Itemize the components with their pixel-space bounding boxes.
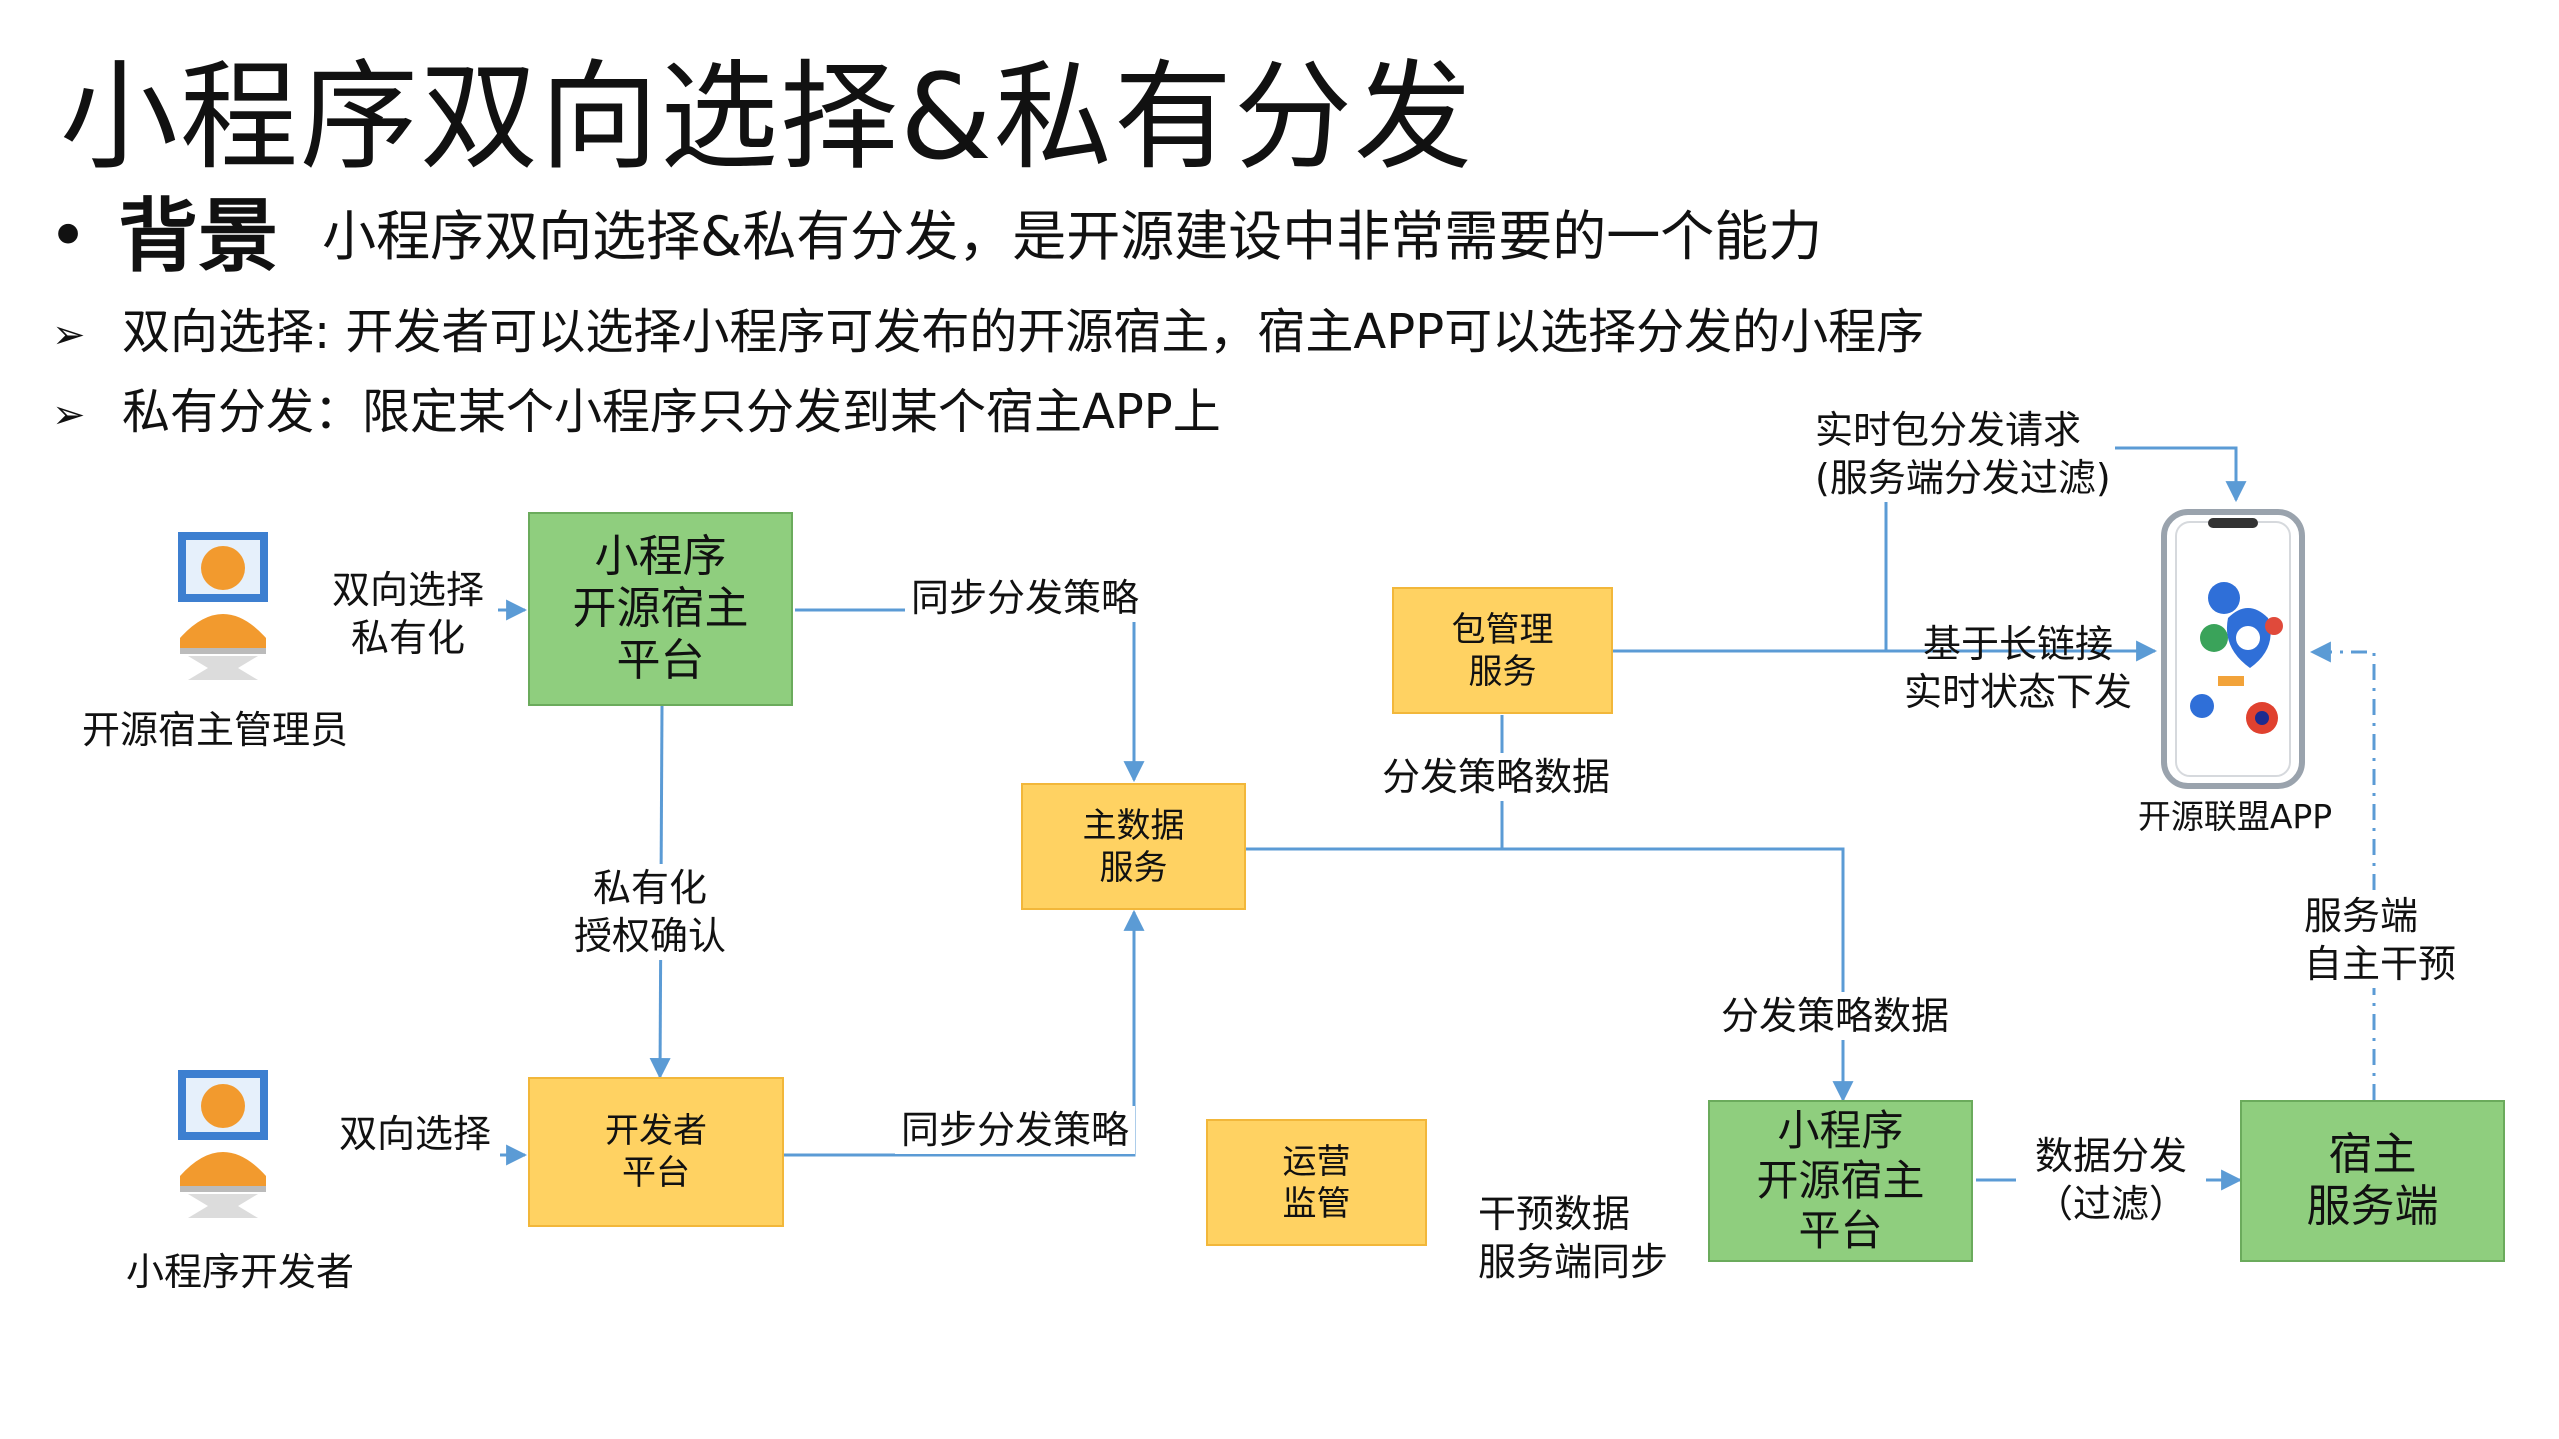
developer-platform-label: 开发者 平台 xyxy=(605,1111,707,1193)
developer-actor xyxy=(118,1066,328,1236)
host-platform-node: 小程序 开源宿主 平台 xyxy=(528,512,793,706)
arrow-bullet-icon: ➢ xyxy=(52,312,86,358)
admin-actor xyxy=(118,528,328,698)
developer-platform-node: 开发者 平台 xyxy=(528,1077,784,1227)
developer-label: 小程序开发者 xyxy=(125,1250,354,1294)
ops-label: 运营 监管 xyxy=(1282,1141,1351,1224)
point-text: 双向选择: 开发者可以选择小程序可发布的开源宿主，宿主APP可以选择分发的小程序 xyxy=(122,304,1925,360)
edge-devplat-to-master xyxy=(784,909,1145,1157)
edge-label-dev-to-devplat: 双向选择 xyxy=(330,1110,500,1158)
edge-label-admin-to-host: 双向选择 私有化 xyxy=(318,566,498,662)
edge-label-host-to-master: 同步分发策略 xyxy=(905,574,1145,622)
edge-master-to-host2 xyxy=(1502,847,1854,1103)
point-two-way-selection: ➢ 双向选择: 开发者可以选择小程序可发布的开源宿主，宿主APP可以选择分发的小程… xyxy=(52,302,1924,365)
package-mgmt-label: 包管理 服务 xyxy=(1451,609,1554,692)
edge-host-to-master xyxy=(795,608,1145,783)
point-text: 私有分发：限定某个小程序只分发到某个宿主APP上 xyxy=(122,384,1221,440)
host-platform-2-label: 小程序 开源宿主 平台 xyxy=(1756,1106,1925,1255)
background-heading: 背景 xyxy=(118,190,279,283)
edge-label-host2-to-server: 数据分发 （过滤） xyxy=(2016,1132,2206,1228)
master-data-node: 主数据 服务 xyxy=(1021,783,1246,910)
package-mgmt-node: 包管理 服务 xyxy=(1392,587,1613,714)
edge-label-master-to-pkg: 分发策略数据 xyxy=(1376,753,1616,801)
edge-label-realtime-request: 实时包分发请求 (服务端分发过滤) xyxy=(1815,406,2115,502)
master-data-label: 主数据 服务 xyxy=(1082,805,1185,888)
point-private-distribution: ➢ 私有分发：限定某个小程序只分发到某个宿主APP上 xyxy=(52,382,1221,445)
user-avatar-icon xyxy=(178,1070,268,1218)
host-platform-2-node: 小程序 开源宿主 平台 xyxy=(1708,1100,1973,1262)
intervention-sync-label: 干预数据 服务端同步 xyxy=(1478,1192,1669,1284)
edge-label-pkg-to-app: 基于长链接 实时状态下发 xyxy=(1903,622,2132,714)
edge-label-devplat-to-master: 同步分发策略 xyxy=(895,1106,1135,1154)
edge-label-server-to-app: 服务端 自主干预 xyxy=(2304,892,2464,988)
host-server-label: 宿主 服务端 xyxy=(2306,1129,2439,1232)
bullet-dot: • xyxy=(48,197,89,276)
app-label: 开源联盟APP xyxy=(2137,797,2333,836)
background-bullet: • 背景小程序双向选择&私有分发，是开源建设中非常需要的一个能力 xyxy=(48,192,1822,282)
page-title: 小程序双向选择&私有分发 xyxy=(60,48,1475,186)
arrow-bullet-icon: ➢ xyxy=(52,392,86,438)
ops-node: 运营 监管 xyxy=(1206,1119,1427,1246)
host-server-node: 宿主 服务端 xyxy=(2240,1100,2505,1262)
background-text: 小程序双向选择&私有分发，是开源建设中非常需要的一个能力 xyxy=(322,205,1823,268)
user-avatar-icon xyxy=(178,532,268,680)
edge-label-host-to-devplat: 私有化 授权确认 xyxy=(560,864,740,960)
edge-label-master-to-host2: 分发策略数据 xyxy=(1715,992,1955,1040)
admin-label: 开源宿主管理员 xyxy=(81,708,348,752)
app-actor xyxy=(2158,508,2308,790)
host-platform-label: 小程序 开源宿主 平台 xyxy=(572,531,749,686)
smartphone-icon xyxy=(2161,509,2305,789)
edge-server-to-app xyxy=(2309,641,2376,1100)
